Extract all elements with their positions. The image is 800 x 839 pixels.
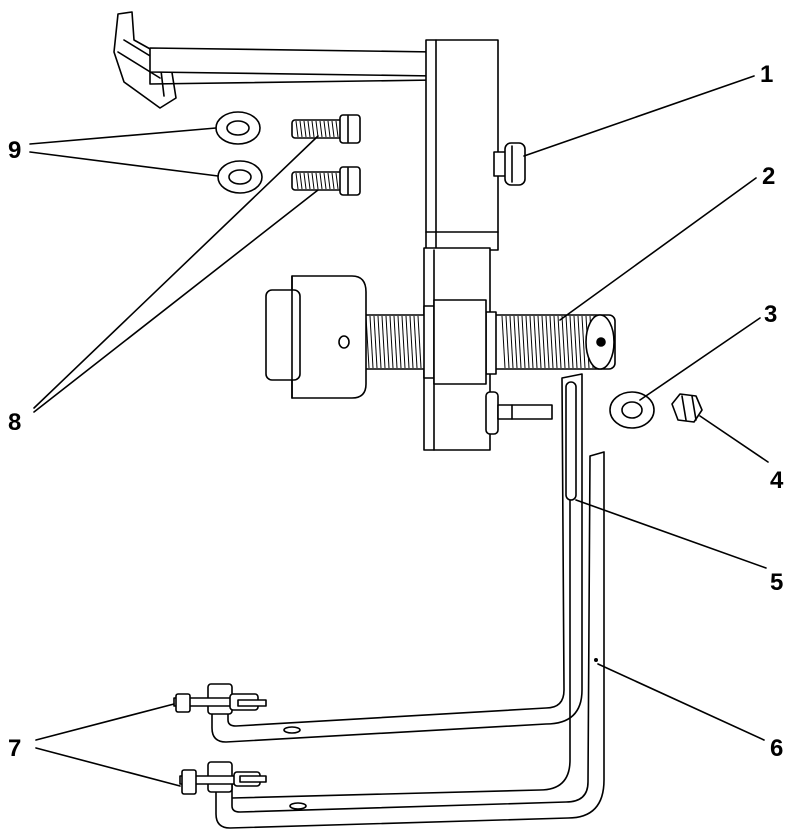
thread-line	[501, 315, 506, 369]
thread-line	[517, 315, 522, 369]
leader-9b	[29, 151, 219, 177]
leader-8a	[33, 135, 319, 409]
washer-lower	[217, 160, 263, 194]
bolt-thread-line	[327, 120, 331, 138]
bolt-thread-line	[315, 172, 319, 190]
vertical-body-upper	[425, 39, 499, 251]
leader-7b	[35, 747, 181, 787]
bolt-thread-line	[307, 120, 311, 138]
thread-line	[561, 315, 566, 369]
bolt-thread-line	[327, 172, 331, 190]
thread-line	[405, 315, 410, 369]
bolt-thread-line	[319, 172, 323, 190]
leader-1	[523, 75, 755, 157]
thumb-screw	[493, 142, 526, 186]
leader-7a	[35, 703, 175, 741]
thread-line	[393, 315, 398, 369]
callout-8: 8	[8, 409, 21, 436]
bolt-thread-line	[315, 120, 319, 138]
washer-upper	[215, 111, 261, 145]
plain-l-arm	[215, 451, 605, 829]
thread-line	[565, 315, 570, 369]
thread-line	[557, 315, 562, 369]
thread-line	[577, 315, 582, 369]
thread-line	[373, 315, 378, 369]
mounting-bracket-arm	[113, 11, 437, 109]
bolt-lower	[291, 166, 361, 196]
thread-line	[529, 315, 534, 369]
thread-line	[573, 315, 578, 369]
callout-3: 3	[764, 301, 777, 328]
callout-9: 9	[8, 137, 21, 164]
bolt-thread-line	[331, 120, 335, 138]
thread-line	[417, 315, 422, 369]
callout-5: 5	[770, 569, 783, 596]
thread-line	[389, 315, 394, 369]
bolt-thread-line	[311, 120, 315, 138]
slotted-l-arm	[211, 373, 583, 743]
thread-line	[381, 315, 386, 369]
thread-line	[545, 315, 550, 369]
thread-line	[541, 315, 546, 369]
bolt-upper	[291, 114, 361, 144]
thread-line	[397, 315, 402, 369]
bolt-thread-line	[307, 172, 311, 190]
bolt-thread-line	[299, 172, 303, 190]
callout-2: 2	[762, 163, 775, 190]
thread-line	[525, 315, 530, 369]
thread-line	[533, 315, 538, 369]
callout-1: 1	[760, 61, 773, 88]
leader-8b	[33, 189, 319, 413]
spindle-knob	[265, 275, 367, 399]
thread-line	[509, 315, 514, 369]
leader-4	[699, 415, 769, 463]
clamp-screw-lower	[179, 761, 267, 795]
leader-2	[559, 177, 757, 321]
thread-line	[549, 315, 554, 369]
thread-line	[377, 315, 382, 369]
thread-line	[505, 315, 510, 369]
bolt-thread-line	[303, 172, 307, 190]
bolt-thread-line	[299, 120, 303, 138]
nut	[671, 393, 703, 423]
bolt-thread-line	[323, 172, 327, 190]
thread-line	[521, 315, 526, 369]
thread-line	[553, 315, 558, 369]
bolt-thread-line	[295, 172, 299, 190]
callout-7: 7	[8, 735, 21, 762]
leader-9a	[29, 127, 217, 145]
thread-line	[537, 315, 542, 369]
bolt-thread-line	[303, 120, 307, 138]
leader-5	[575, 499, 767, 569]
side-pin	[485, 391, 553, 435]
clamp-screw-upper	[173, 683, 267, 715]
thread-line	[369, 315, 374, 369]
washer	[609, 391, 655, 429]
bolt-thread-line	[335, 120, 339, 138]
callout-4: 4	[770, 467, 784, 494]
callout-6: 6	[770, 735, 783, 762]
bolt-thread-line	[319, 120, 323, 138]
thread-line	[401, 315, 406, 369]
callout-labels: 1 2 3 4 5 6 7 8 9	[8, 61, 784, 762]
thread-line	[581, 315, 586, 369]
leader-6	[597, 663, 765, 741]
leader-lines	[29, 75, 769, 787]
bolt-thread-line	[331, 172, 335, 190]
thread-line	[513, 315, 518, 369]
thread-line	[569, 315, 574, 369]
bolt-thread-line	[335, 172, 339, 190]
bolt-thread-line	[295, 120, 299, 138]
thread-line	[409, 315, 414, 369]
bolt-thread-line	[311, 172, 315, 190]
leader-3	[639, 317, 761, 401]
thread-line	[385, 315, 390, 369]
thread-line	[413, 315, 418, 369]
bolt-thread-line	[323, 120, 327, 138]
